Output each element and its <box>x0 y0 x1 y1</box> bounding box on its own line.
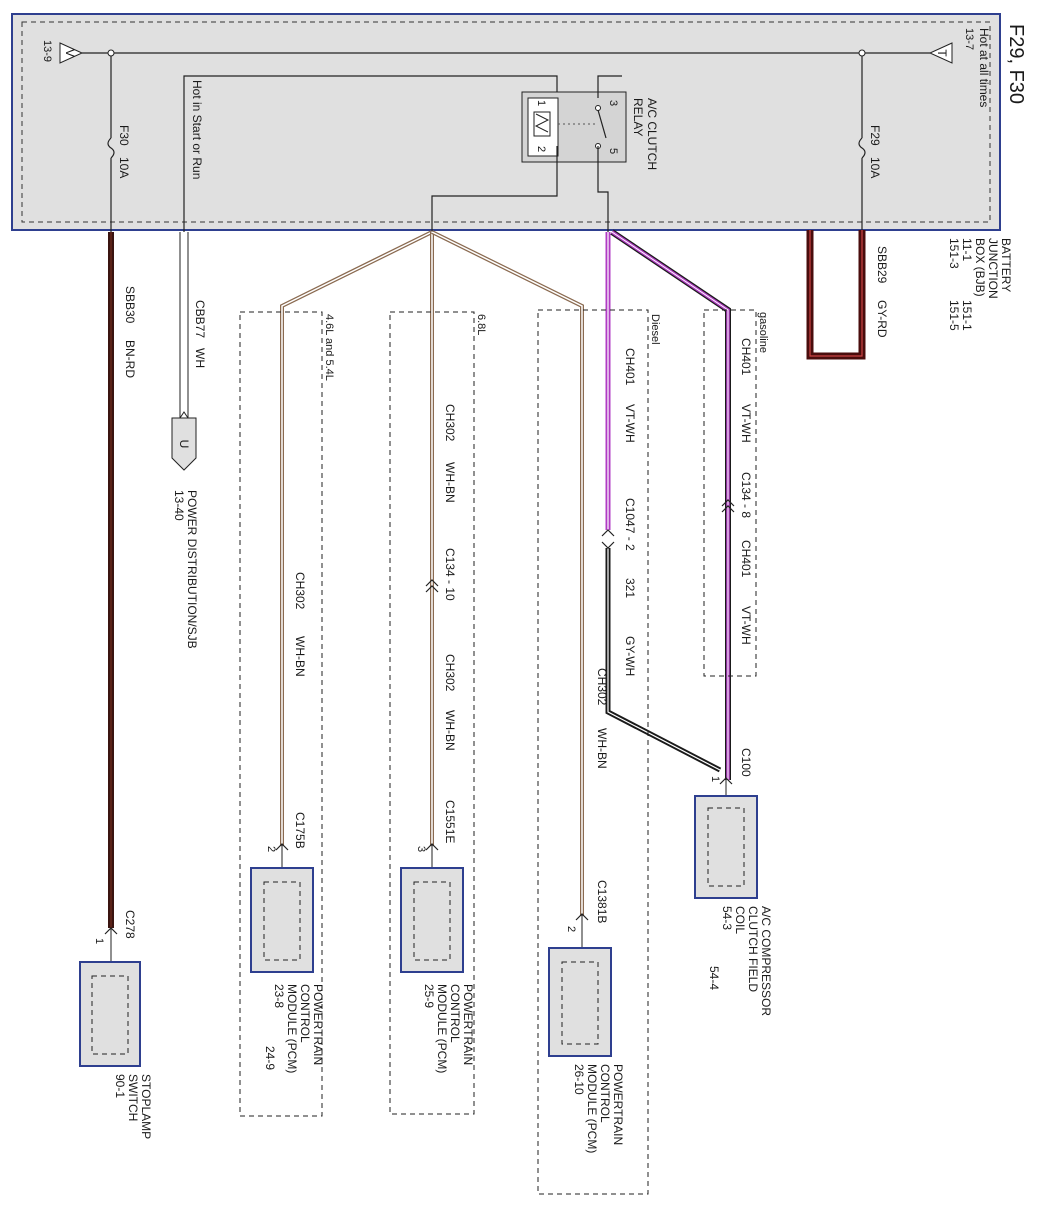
ch302-68-label-lower: CH302 <box>443 654 457 692</box>
pcm-6-8l <box>400 843 464 973</box>
ac-clutch-relay <box>431 75 627 232</box>
w321-label: 321 <box>623 578 637 598</box>
connector-c1381b: C1381B <box>595 880 609 923</box>
right-ref: 13-7 <box>963 28 975 50</box>
connector-c1551e-pin: 3 <box>415 846 427 852</box>
wire-ch401 <box>605 229 731 780</box>
ch302-diesel-color: WH-BN <box>595 728 609 769</box>
group-6-8l-label: 6.8L <box>475 314 487 335</box>
ch401-label-lower: CH401 <box>739 540 753 578</box>
stoplamp-switch <box>79 927 141 1067</box>
fuse-f29-label: F29 <box>868 125 882 146</box>
ch302-46-label: CH302 <box>293 572 307 610</box>
fuse-f30 <box>107 56 115 232</box>
bjb-name: BATTERY JUNCTION BOX (BJB) 11-1 151-3 <box>947 238 1013 302</box>
sbb29-label: SBB29 <box>875 246 889 284</box>
connector-c175b: C175B <box>293 812 307 849</box>
sbb30-label: SBB30 <box>123 286 137 324</box>
left-ref: 13-9 <box>41 40 53 62</box>
power-dist-letter: U <box>177 440 191 449</box>
relay-pin-1: 1 <box>535 100 547 106</box>
group-diesel <box>537 309 649 1195</box>
connector-c134-8: C134 - 8 <box>739 472 753 518</box>
connector-c1381b-pin: 2 <box>565 926 577 932</box>
stoplamp-name: STOPLAMP SWITCH 90-1 <box>113 1074 153 1142</box>
group-6-8l <box>389 311 475 1115</box>
terminal-v-letter: V <box>63 49 77 57</box>
ch302-68-label-upper: CH302 <box>443 404 457 442</box>
connector-c175b-pin: 2 <box>265 846 277 852</box>
connector-c134-10-mark <box>425 579 439 593</box>
hot-at-all-times: Hot at all times <box>977 28 991 107</box>
bjb-refs: 151-1 151-5 <box>947 300 974 334</box>
fuse-f29 <box>858 56 866 232</box>
ch401-diesel-color: VT-WH <box>623 404 637 443</box>
group-4-6l <box>239 311 323 1117</box>
sbb30-color: BN-RD <box>123 340 137 378</box>
connector-c134-8-mark <box>721 499 735 513</box>
pcm-6-8l-name: POWERTRAIN CONTROL MODULE (PCM) 25-9 <box>422 984 475 1077</box>
ch401-color-upper: VT-WH <box>739 404 753 443</box>
terminal-t-letter: T <box>935 49 949 57</box>
compressor-ref-2: 54-4 <box>707 966 721 990</box>
relay-name: A/C CLUTCH RELAY <box>631 98 659 173</box>
pcm-4-6l-ref-2: 24-9 <box>263 1046 277 1070</box>
group-4-6l-label: 4.6L and 5.4L <box>323 314 335 381</box>
constant-power-bus <box>59 42 953 64</box>
relay-pin-3: 3 <box>607 100 619 106</box>
sbb29-color: GY-RD <box>875 300 889 338</box>
connector-c278: C278 <box>123 910 137 939</box>
cbb77-color: WH <box>193 348 207 368</box>
connector-c100-pin: 1 <box>709 776 721 782</box>
pcm-4-6l-name: POWERTRAIN CONTROL MODULE (PCM) 23-8 <box>272 984 325 1077</box>
start-run-feed <box>183 75 558 232</box>
wire-cbb77 <box>171 232 197 471</box>
fuse-f30-rating: 10A <box>117 157 131 178</box>
ch302-diesel-label: CH302 <box>595 668 609 706</box>
battery-junction-box <box>11 13 1001 231</box>
wire-321 <box>605 548 722 773</box>
fuse-f29-rating: 10A <box>868 157 882 178</box>
pcm-diesel <box>548 913 612 1057</box>
relay-pin-5: 5 <box>607 148 619 154</box>
connector-c134-10: C134 - 10 <box>443 548 457 601</box>
group-gasoline-label: gasoline <box>757 312 769 353</box>
group-gasoline <box>703 309 757 677</box>
wire-sbb29 <box>806 230 866 360</box>
relay-pin-2: 2 <box>535 146 547 152</box>
wire-ch302-fanout <box>280 230 584 916</box>
power-dist-name: POWER DISTRIBUTION/SJB 13-40 <box>172 490 199 652</box>
connector-c1047-2-mark <box>601 529 615 549</box>
ch401-color-lower: VT-WH <box>739 606 753 645</box>
diagram-title: F29, F30 <box>1005 24 1027 104</box>
connector-c1551e: C1551E <box>443 800 457 843</box>
group-diesel-label: Diesel <box>649 314 661 345</box>
hot-in-start-or-run: Hot in Start or Run <box>190 80 204 179</box>
pcm-diesel-name: POWERTRAIN CONTROL MODULE (PCM) 26-10 <box>572 1064 625 1157</box>
w321-color: GY-WH <box>623 636 637 676</box>
connector-c278-pin: 1 <box>93 938 105 944</box>
ch302-68-color-upper: WH-BN <box>443 462 457 503</box>
ch401-diesel-label: CH401 <box>623 348 637 386</box>
cbb77-label: CBB77 <box>193 300 207 338</box>
connector-c1047-2: C1047 - 2 <box>623 498 637 551</box>
connector-c100: C100 <box>739 748 753 777</box>
ch401-label-upper: CH401 <box>739 338 753 376</box>
compressor-name: A/C COMPRESSOR CLUTCH FIELD COIL 54-3 <box>720 906 773 1019</box>
pcm-4-6l <box>250 843 314 973</box>
ch302-46-color: WH-BN <box>293 636 307 677</box>
ch302-68-color-lower: WH-BN <box>443 710 457 751</box>
fuse-f30-label: F30 <box>117 125 131 146</box>
ac-compressor-clutch-coil <box>694 777 758 899</box>
